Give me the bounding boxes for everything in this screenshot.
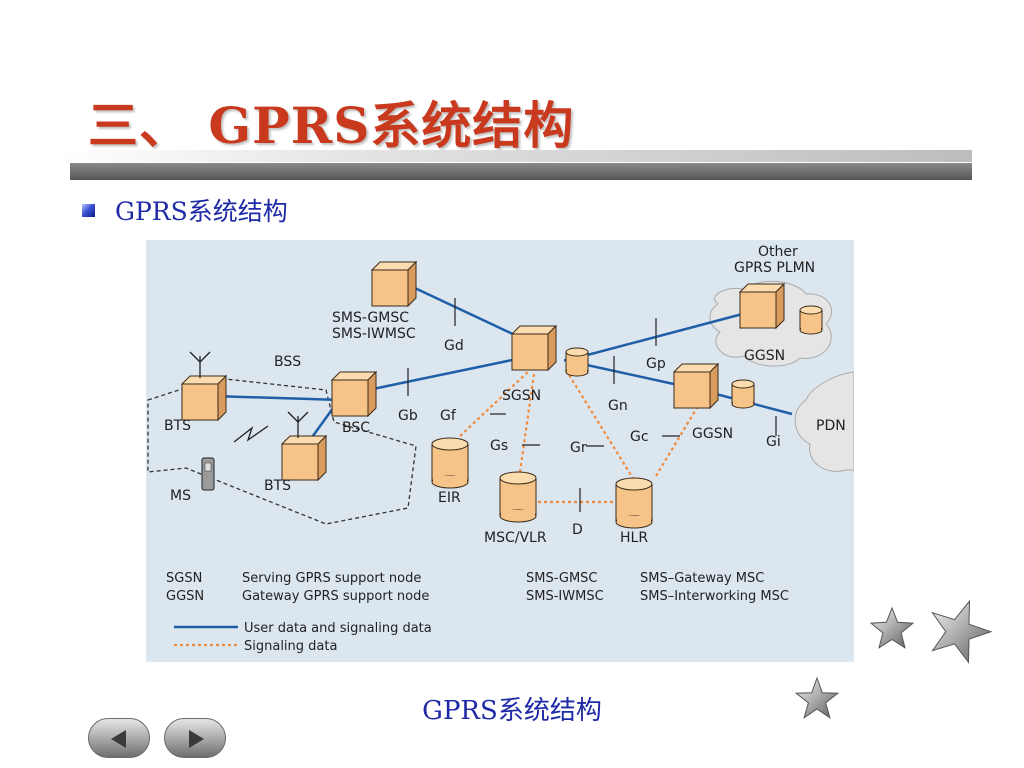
star-icon xyxy=(869,606,915,649)
pdn-cloud xyxy=(794,371,854,472)
label-gf: Gf xyxy=(440,408,457,424)
previous-slide-button[interactable] xyxy=(88,718,150,758)
label-gs: Gs xyxy=(490,438,508,454)
title-rule-highlight xyxy=(60,150,972,162)
interface-ticks xyxy=(407,298,777,512)
label-sgsn: SGSN xyxy=(502,388,541,404)
legend-abbr-sgsn: SGSN xyxy=(166,571,202,586)
legend-signal-text: Signaling data xyxy=(244,639,337,654)
label-eir: EIR xyxy=(438,490,461,506)
title-rule xyxy=(70,163,972,180)
bss-boundary xyxy=(147,377,417,525)
label-gprs-plmn: GPRS PLMN xyxy=(734,260,815,276)
legend-def-sms-iwmsc: SMS–Interworking MSC xyxy=(640,589,789,604)
legend-abbr-sms-gmsc: SMS-GMSC xyxy=(526,571,598,586)
legend-abbr-ggsn: GGSN xyxy=(166,589,204,604)
link-bsc-sgsn xyxy=(367,356,523,392)
legend: SGSN Serving GPRS support node GGSN Gate… xyxy=(166,571,789,654)
arrow-right-icon xyxy=(189,730,204,748)
link-bts1-bsc xyxy=(211,394,343,402)
label-gi: Gi xyxy=(766,434,781,450)
label-bsc: BSC xyxy=(342,420,370,436)
label-other-ggsn: GGSN xyxy=(744,348,785,364)
legend-user-text: User data and signaling data xyxy=(244,621,432,636)
gprs-architecture-diagram: SMS-GMSC SMS-IWMSC Gd BSS BTS BSC Gb BTS… xyxy=(146,240,854,662)
bullet-item: GPRS系统结构 xyxy=(82,194,288,226)
antenna-icon xyxy=(189,351,309,438)
label-gp: Gp xyxy=(646,356,666,372)
label-ggsn: GGSN xyxy=(692,426,733,442)
caption: GPRS系统结构 xyxy=(422,696,602,726)
label-other: Other xyxy=(758,244,798,260)
label-msc-vlr: MSC/VLR xyxy=(484,530,547,546)
legend-def-sms-gmsc: SMS–Gateway MSC xyxy=(640,571,764,586)
star-icon xyxy=(794,676,840,719)
label-hlr: HLR xyxy=(620,530,648,546)
arrow-left-icon xyxy=(111,730,126,748)
legend-abbr-sms-iwmsc: SMS-IWMSC xyxy=(526,589,604,604)
radio-link-icon xyxy=(233,425,269,443)
bullet-text: GPRS系统结构 xyxy=(115,197,288,226)
star-icon xyxy=(931,599,993,664)
legend-def-sgsn: Serving GPRS support node xyxy=(242,571,421,586)
label-bts2: BTS xyxy=(264,478,291,494)
label-d: D xyxy=(572,522,583,538)
next-slide-button[interactable] xyxy=(164,718,226,758)
slide-title: 三、 GPRS系统结构 xyxy=(88,96,575,155)
label-gn: Gn xyxy=(608,398,628,414)
label-gb: Gb xyxy=(398,408,418,424)
label-bss: BSS xyxy=(274,354,301,370)
label-sms-iwmsc: SMS-IWMSC xyxy=(332,326,416,342)
label-gr: Gr xyxy=(570,440,587,456)
link-sgsn-other-ggsn xyxy=(575,310,751,360)
label-pdn: PDN xyxy=(816,418,846,434)
bullet-square-icon xyxy=(82,203,95,217)
legend-def-ggsn: Gateway GPRS support node xyxy=(242,589,429,604)
label-gd: Gd xyxy=(444,338,464,354)
label-sms-gmsc: SMS-GMSC xyxy=(332,310,409,326)
mobile-screen xyxy=(204,462,212,472)
label-ms: MS xyxy=(170,488,191,504)
label-gc: Gc xyxy=(630,429,649,445)
label-bts1: BTS xyxy=(164,418,191,434)
